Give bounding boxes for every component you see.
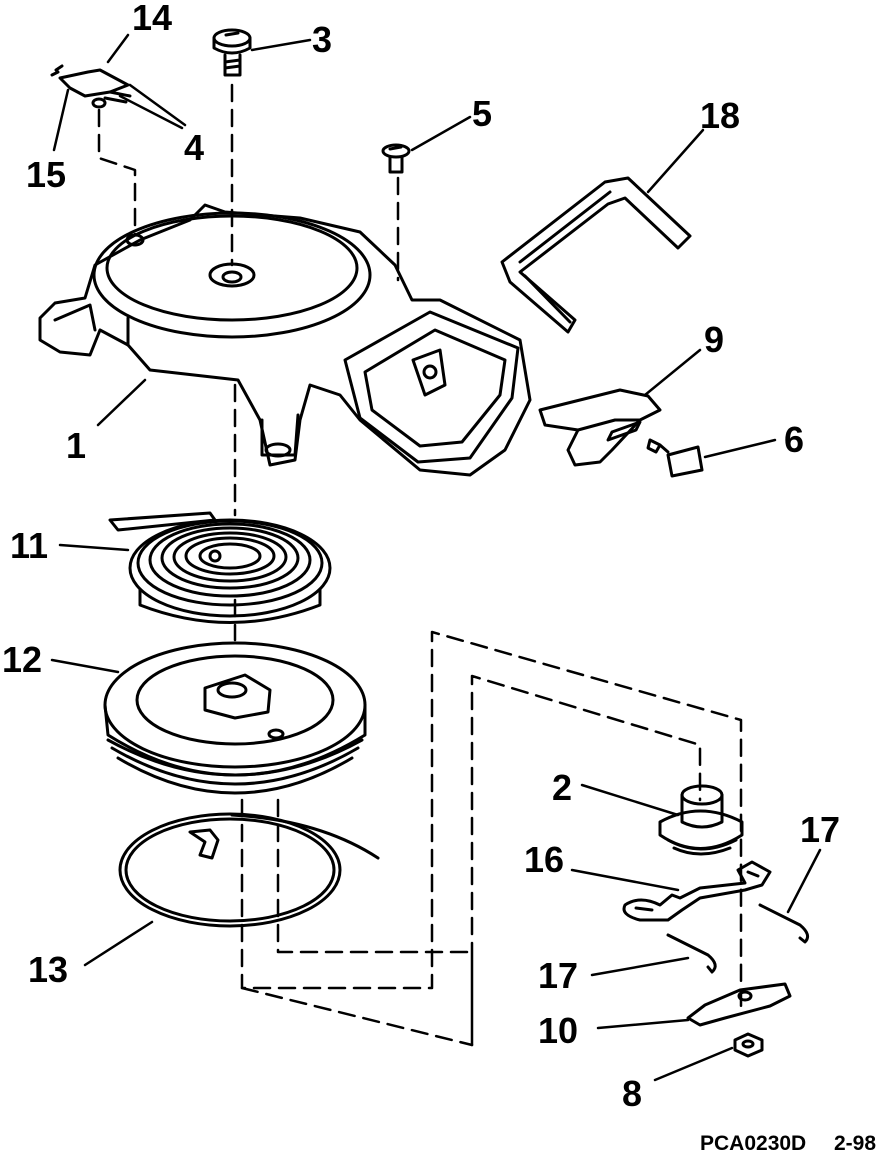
handle-bracket bbox=[500, 176, 692, 334]
pawl-hub bbox=[658, 784, 744, 856]
callout-2: 2 bbox=[552, 767, 572, 808]
callout-11: 11 bbox=[10, 525, 48, 566]
callout-18: 18 bbox=[700, 95, 740, 136]
interlock-switch bbox=[50, 64, 132, 109]
rope-retainer bbox=[646, 438, 704, 478]
callout-1: 1 bbox=[66, 425, 86, 466]
callout-12: 12 bbox=[2, 639, 42, 680]
assembly-guide-lines bbox=[97, 83, 743, 1047]
callout-9: 9 bbox=[704, 319, 724, 360]
callout-13: 13 bbox=[28, 949, 68, 990]
callout-6: 6 bbox=[784, 419, 804, 460]
callout-17-upper: 17 bbox=[800, 809, 840, 850]
screw-part-3 bbox=[212, 28, 252, 77]
rewind-spring bbox=[108, 511, 332, 624]
pawl-springs bbox=[666, 903, 810, 974]
rope-handle bbox=[538, 388, 662, 467]
figure-code: PCA0230D bbox=[700, 1132, 806, 1155]
nut-part-8 bbox=[733, 1032, 764, 1058]
callout-3: 3 bbox=[312, 19, 332, 60]
callout-4: 4 bbox=[184, 127, 204, 168]
figure-date: 2-98 bbox=[834, 1132, 876, 1155]
callout-14: 14 bbox=[132, 0, 172, 38]
callout-10: 10 bbox=[538, 1010, 578, 1051]
screw-part-5 bbox=[381, 143, 411, 174]
leader-lines bbox=[50, 33, 822, 1082]
rewind-pulley bbox=[103, 641, 367, 795]
callout-16: 16 bbox=[524, 839, 564, 880]
callout-17-lower: 17 bbox=[538, 955, 578, 996]
callout-8: 8 bbox=[622, 1073, 642, 1114]
callout-labels: 1 2 3 4 5 6 8 9 10 11 12 13 14 15 16 17 … bbox=[2, 0, 840, 1114]
starter-pawl bbox=[686, 982, 792, 1027]
callout-15: 15 bbox=[26, 154, 66, 195]
starter-rope bbox=[118, 812, 380, 928]
callout-5: 5 bbox=[472, 93, 492, 134]
pawl-link bbox=[622, 860, 772, 922]
starter-housing bbox=[38, 203, 532, 477]
